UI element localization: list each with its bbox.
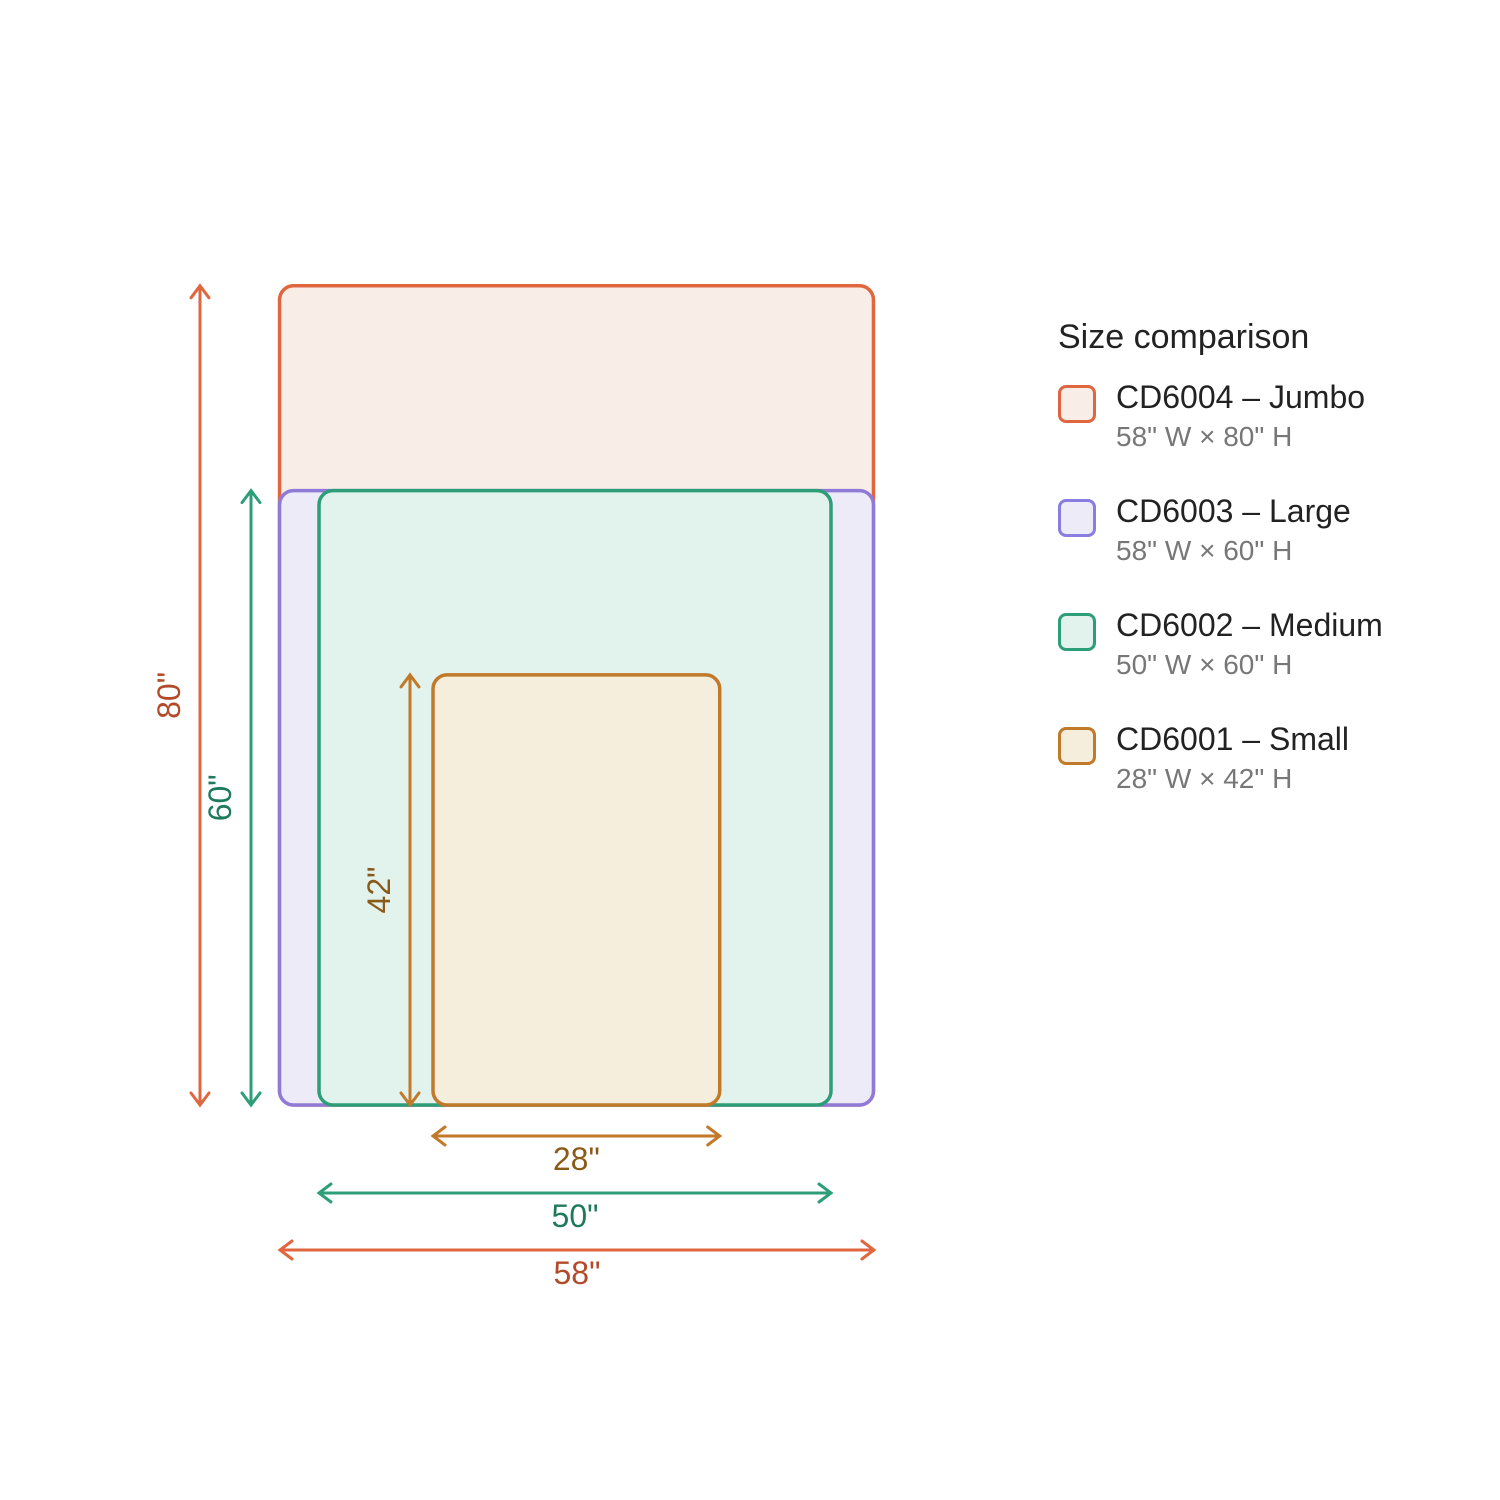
size-rect-small (431, 673, 722, 1107)
arrowhead-right-icon (860, 1239, 877, 1261)
arrowhead-right-icon (706, 1125, 723, 1147)
height-label-small: 42" (361, 866, 397, 913)
legend-name: CD6002 – Medium (1116, 607, 1383, 643)
arrowhead-down-icon (240, 1091, 262, 1108)
swatch-large (1058, 499, 1096, 537)
legend-dims: 58" W × 60" H (1116, 535, 1293, 566)
height-label-jumbo: 80" (151, 672, 187, 719)
width-label-medium: 50" (552, 1198, 599, 1234)
legend-item-large: CD6003 – Large 58" W × 60" H (1058, 493, 1351, 607)
width-label-small: 28" (553, 1141, 600, 1177)
swatch-jumbo (1058, 385, 1096, 423)
width-label-jumbo: 58" (553, 1255, 600, 1291)
legend-name: CD6001 – Small (1116, 721, 1349, 757)
arrowhead-left-icon (316, 1182, 333, 1204)
legend-dims: 50" W × 60" H (1116, 649, 1293, 680)
swatch-medium (1058, 613, 1096, 651)
arrowhead-left-icon (277, 1239, 294, 1261)
arrowhead-right-icon (817, 1182, 834, 1204)
arrowhead-left-icon (430, 1125, 447, 1147)
legend-name: CD6003 – Large (1116, 493, 1351, 529)
height-label-medium: 60" (202, 774, 238, 821)
legend-dims: 28" W × 42" H (1116, 763, 1293, 794)
legend-dims: 58" W × 80" H (1116, 421, 1293, 452)
legend-item-small: CD6001 – Small 28" W × 42" H (1058, 721, 1349, 835)
legend: Size comparison CD6004 – Jumbo 58" W × 8… (1058, 318, 1383, 835)
legend-item-jumbo: CD6004 – Jumbo 58" W × 80" H (1058, 379, 1365, 493)
legend-item-medium: CD6002 – Medium 50" W × 60" H (1058, 607, 1383, 721)
arrowhead-up-icon (189, 283, 211, 300)
arrowhead-up-icon (399, 672, 421, 689)
legend-title: Size comparison (1058, 318, 1310, 356)
legend-name: CD6004 – Jumbo (1116, 379, 1366, 415)
arrowhead-down-icon (399, 1091, 421, 1108)
arrowhead-down-icon (189, 1091, 211, 1108)
arrowhead-up-icon (240, 488, 262, 505)
swatch-small (1058, 727, 1096, 765)
